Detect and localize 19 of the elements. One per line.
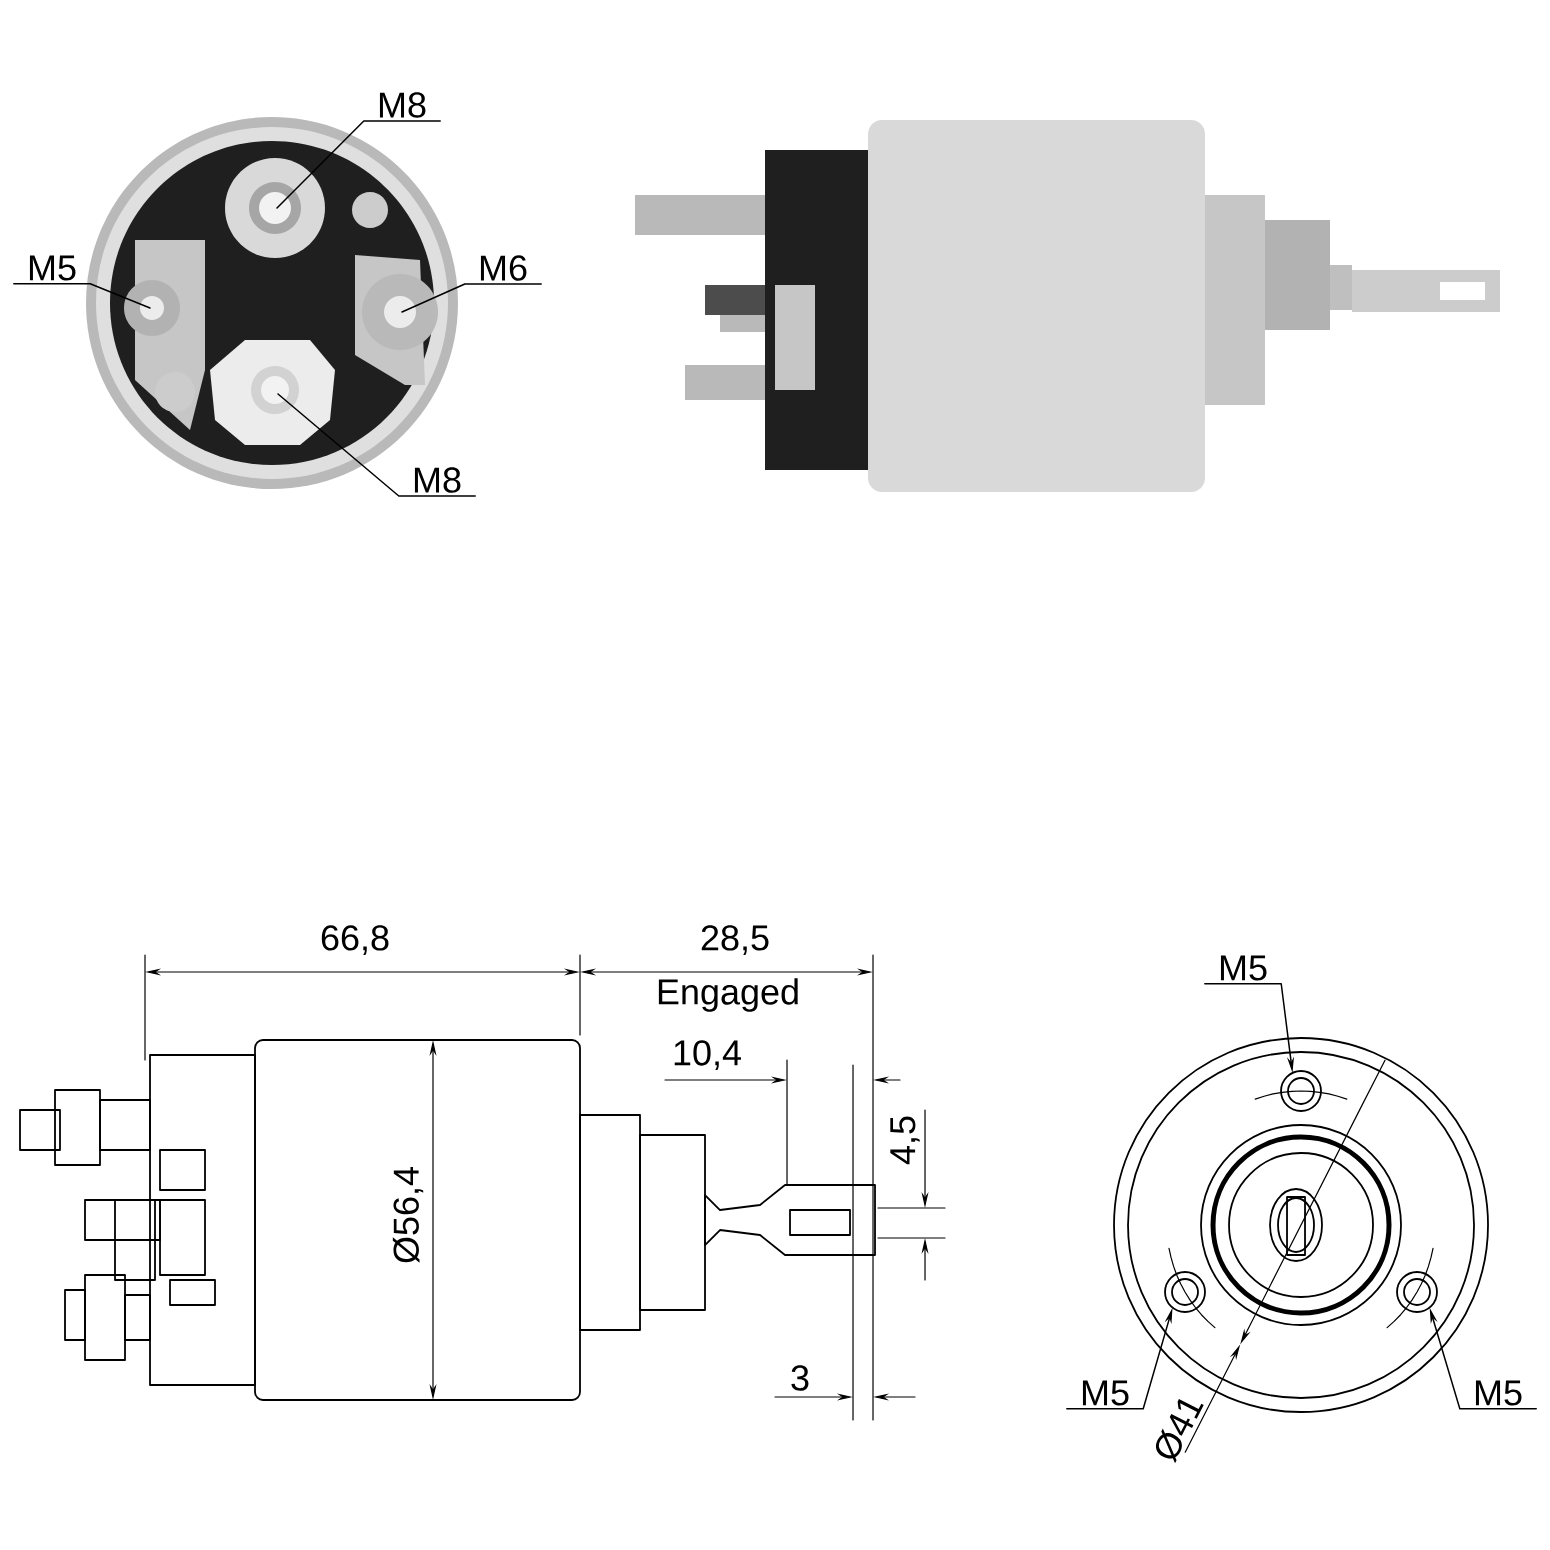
thread-label: M5	[1082, 1380, 1129, 1406]
thread-label: M8	[414, 467, 461, 493]
dimension-label: Engaged	[658, 978, 798, 1012]
thread-label: M8	[379, 92, 426, 118]
dimension-label: 10,4	[674, 1040, 741, 1070]
dimension-label: 66,8	[321, 925, 389, 955]
dimension-label: 28,5	[701, 925, 769, 955]
thread-label: M5	[1475, 1380, 1522, 1406]
thread-label: M5	[1220, 955, 1267, 981]
thread-label: M6	[480, 255, 527, 281]
dimension-label: 4,5	[890, 1116, 920, 1165]
leader-line	[277, 393, 476, 497]
dimension-label: Ø56,4	[392, 1167, 424, 1263]
thread-label: M5	[29, 255, 76, 281]
dimension-label: 3	[791, 1365, 809, 1391]
dimension-label: Ø41	[1155, 1399, 1204, 1464]
leader-line	[13, 283, 151, 309]
leader-line	[401, 283, 542, 313]
leader-line	[276, 120, 441, 209]
